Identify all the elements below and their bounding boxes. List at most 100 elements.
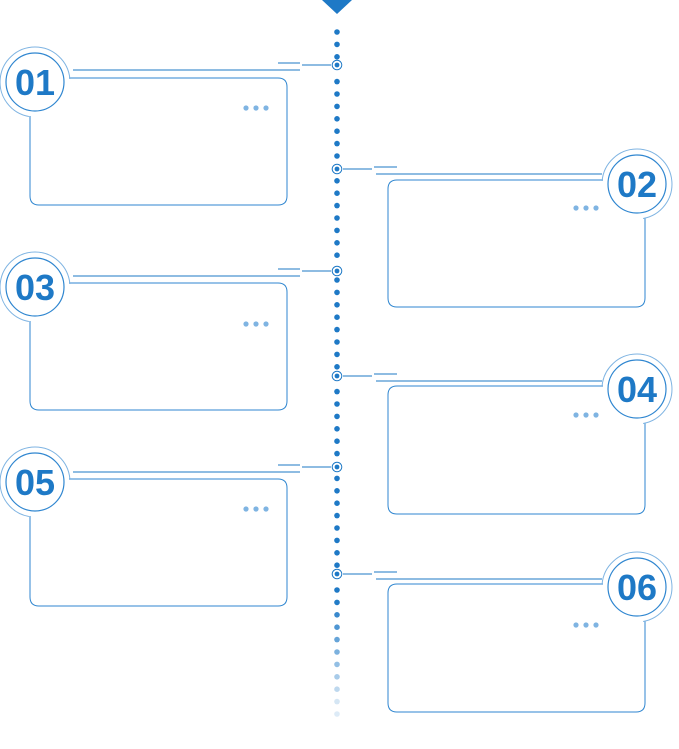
spine-dot (334, 240, 340, 246)
spine-dot (334, 624, 340, 630)
timeline-item-02: 02 (343, 148, 673, 308)
badge-outer-arc (601, 353, 673, 424)
spine-dot (334, 41, 340, 48)
spine-dot (334, 562, 340, 568)
spine-dot (334, 426, 340, 432)
more-dot (583, 412, 589, 418)
spine-dot (334, 215, 340, 221)
connector-line (343, 166, 602, 175)
item-number: 01 (15, 62, 55, 103)
spine-dot (334, 190, 340, 196)
more-icon[interactable] (243, 506, 269, 512)
more-dot (253, 105, 259, 111)
spine-dot (334, 475, 340, 482)
more-icon[interactable] (243, 105, 269, 111)
spine-dot (334, 351, 340, 358)
badge-inner-ring (5, 452, 65, 512)
timeline-item-05: 05 (0, 446, 331, 607)
badge-outer-arc (601, 551, 673, 622)
spine-dot (334, 438, 340, 445)
spine-dot (334, 450, 340, 457)
timeline-item-01: 01 (0, 46, 331, 206)
connector-line (73, 268, 331, 277)
spine-dot (334, 636, 340, 643)
spine-dot (334, 686, 340, 692)
spine-dot (334, 29, 340, 35)
spine-dot (334, 401, 340, 407)
card-frame (387, 583, 646, 713)
spine-node-dot (334, 464, 340, 470)
spine-dot (334, 178, 340, 184)
spine-top-arrow (322, 0, 352, 14)
spine-dot (334, 91, 340, 97)
spine-dot (334, 698, 340, 705)
spine-dot (334, 500, 340, 507)
spine-dot (334, 599, 340, 606)
spine-node-dot (334, 373, 340, 379)
more-dot (263, 321, 269, 327)
item-number: 04 (617, 369, 657, 410)
more-dot (583, 205, 589, 211)
item-number: 02 (617, 164, 657, 205)
item-number: 05 (15, 462, 55, 503)
spine-dot (334, 388, 340, 395)
timeline-item-04: 04 (343, 353, 673, 515)
spine-dot (334, 202, 340, 209)
badge-inner-ring (607, 359, 667, 419)
spine-dot (334, 537, 340, 544)
more-dot (573, 622, 579, 628)
more-dot (593, 205, 599, 211)
spine-dot (334, 326, 340, 333)
spine-dot (334, 103, 340, 110)
spine-dot (334, 525, 340, 531)
more-dot (243, 105, 249, 111)
more-dot (263, 506, 269, 512)
badge-outer-arc (0, 446, 71, 517)
more-dot (263, 105, 269, 111)
spine-dot (334, 488, 340, 494)
spine-dot (334, 550, 340, 556)
card-frame (29, 77, 288, 206)
spine-dot (334, 140, 340, 147)
card-frame (387, 179, 646, 308)
spine-dot (334, 661, 340, 668)
badge-inner-ring (5, 52, 65, 112)
spine-dot (334, 128, 340, 134)
more-icon[interactable] (573, 412, 599, 418)
spine-dot (334, 302, 340, 308)
spine-dot (334, 674, 340, 680)
spine-dot (334, 116, 340, 122)
more-dot (573, 412, 579, 418)
spine-dot (334, 314, 340, 321)
spine-dot (334, 711, 340, 717)
badge-outer-arc (0, 46, 71, 117)
item-number: 03 (15, 267, 55, 308)
connector-line (343, 571, 602, 580)
spine-node-dot (334, 571, 340, 577)
more-icon[interactable] (573, 205, 599, 211)
more-icon[interactable] (243, 321, 269, 327)
more-dot (253, 506, 259, 512)
spine-node-dot (334, 166, 340, 172)
more-icon[interactable] (573, 622, 599, 628)
spine-dot (334, 289, 340, 296)
spine-dot (334, 78, 340, 85)
connector-line (73, 464, 331, 473)
timeline-spine (322, 0, 352, 717)
more-dot (583, 622, 589, 628)
spine-dot (334, 227, 340, 234)
timeline-item-03: 03 (0, 251, 331, 411)
timeline-item-06: 06 (343, 551, 673, 713)
spine-dot (334, 54, 340, 60)
badge-inner-ring (607, 154, 667, 214)
badge-inner-ring (607, 557, 667, 617)
spine-dot (334, 512, 340, 519)
spine-dot (334, 587, 340, 593)
more-dot (593, 412, 599, 418)
more-dot (243, 506, 249, 512)
more-dot (243, 321, 249, 327)
spine-node-dot (334, 62, 340, 68)
spine-dot (334, 364, 340, 370)
more-dot (253, 321, 259, 327)
